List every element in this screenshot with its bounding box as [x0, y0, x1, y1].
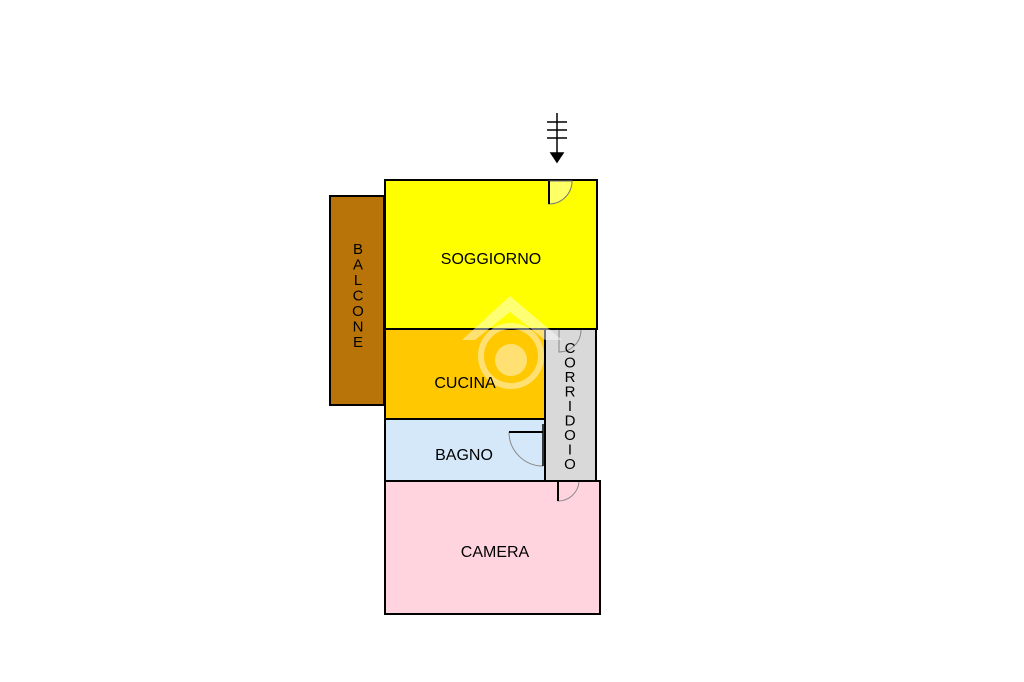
door-entrance [548, 180, 573, 205]
cucina-room [384, 328, 546, 420]
door-bagno [508, 424, 544, 467]
soggiorno-room [384, 179, 598, 330]
house-watermark-icon [462, 296, 562, 389]
camera-room [384, 480, 601, 615]
door-camera [557, 481, 580, 502]
entrance-arrow-icon [547, 113, 567, 164]
bagno-label: BAGNO [435, 447, 493, 464]
cucina-label: CUCINA [434, 375, 496, 392]
door-corridoio-top [558, 329, 582, 353]
corridoio-room [544, 328, 597, 482]
camera-label: CAMERA [461, 544, 530, 561]
balcone-room [329, 195, 385, 406]
soggiorno-label: SOGGIORNO [441, 251, 541, 268]
